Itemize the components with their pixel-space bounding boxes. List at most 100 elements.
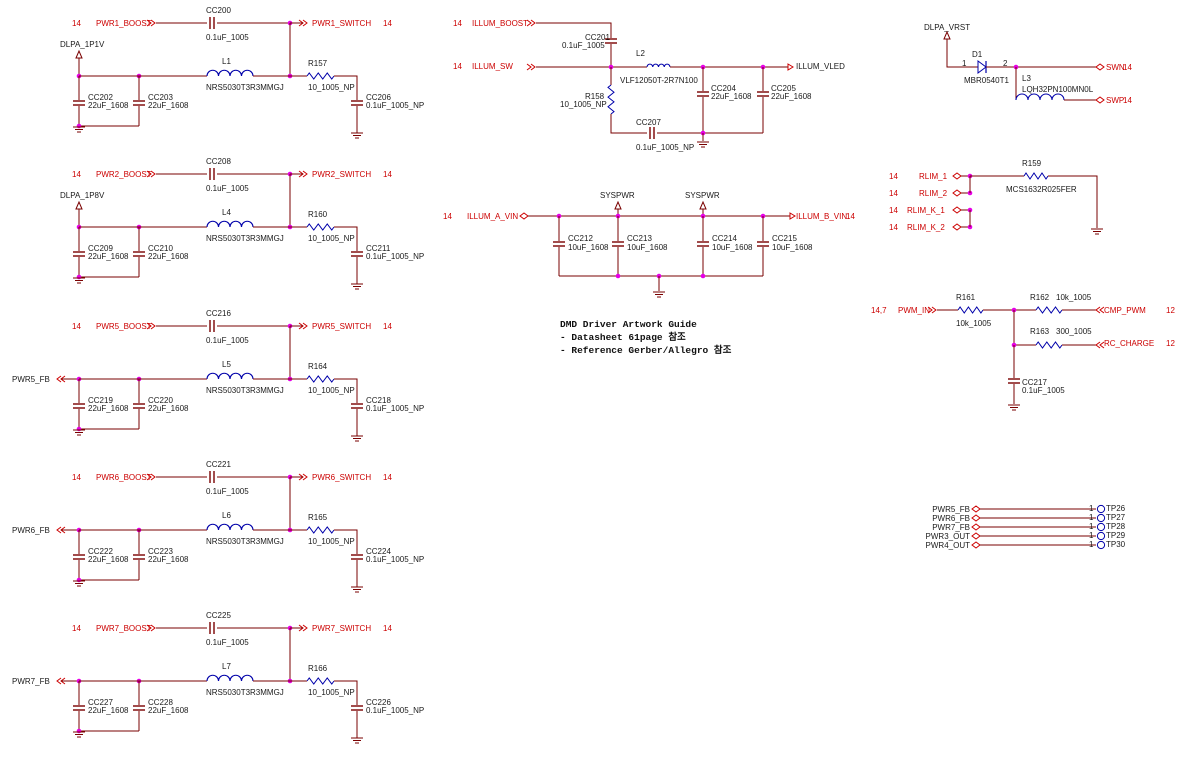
- cap-ref: CC209: [88, 244, 113, 253]
- resistor-symbol: [306, 375, 335, 383]
- port-arrow: [146, 170, 152, 178]
- net-label-testpoint: PWR5_FB: [932, 505, 970, 514]
- sheet-ref-number: 14: [383, 170, 392, 179]
- port-arrow: [530, 63, 536, 71]
- pin-number: 1: [1089, 522, 1094, 531]
- cap-value: 0.1uF_1005_NP: [636, 143, 694, 152]
- cap-ref: CC212: [568, 234, 593, 243]
- resistor-ref: R161: [956, 293, 976, 302]
- cap-value: 0.1uF_1005_NP: [366, 706, 424, 715]
- junction-dot: [76, 577, 82, 583]
- sheet-ref-number: 14: [889, 223, 898, 232]
- port-arrow: [302, 322, 308, 330]
- cap-ref: CC222: [88, 547, 113, 556]
- port-arrow: [1095, 306, 1101, 314]
- port-arrow: [302, 624, 308, 632]
- testpoint-symbol: [1096, 531, 1106, 541]
- cap-ref: CC206: [366, 93, 391, 102]
- net-label-vin: ILLUM_A_VIN: [467, 212, 518, 221]
- cap-ref: CC218: [366, 396, 391, 405]
- sheet-ref-number: 14: [72, 624, 81, 633]
- port-arrow: [302, 473, 308, 481]
- resistor-ref: R159: [1022, 159, 1042, 168]
- sheet-ref-number: 14: [72, 322, 81, 331]
- sheet-ref-number: 14: [443, 212, 452, 221]
- port-arrow: [56, 677, 62, 685]
- testpoint-ref: TP28: [1106, 522, 1126, 531]
- port-arrow: [1095, 63, 1105, 71]
- port-arrow: [1095, 341, 1101, 349]
- cap-ref: CC214: [712, 234, 737, 243]
- net-label-boost: PWR6_BOOST: [96, 473, 152, 482]
- port-arrow: [952, 189, 962, 197]
- net-label-swn: SWN: [1106, 63, 1125, 72]
- net-label-switch: PWR6_SWITCH: [312, 473, 371, 482]
- port-arrow: [150, 624, 156, 632]
- net-label-fb: PWR5_FB: [12, 375, 50, 384]
- port-arrow: [1099, 341, 1105, 349]
- port-arrow: [302, 170, 308, 178]
- port-arrow: [150, 19, 156, 27]
- wire: [536, 22, 612, 38]
- power-rail-symbol: [75, 200, 83, 210]
- sheet-ref-number: 14,7: [871, 306, 887, 315]
- cap-value: 0.1uF_1005: [206, 184, 249, 193]
- cap-ref: CC205: [771, 84, 796, 93]
- port-arrow: [146, 624, 152, 632]
- rail-label: DLPA_VRST: [924, 23, 970, 32]
- net-label-testpoint: PWR4_OUT: [926, 541, 971, 550]
- port-arrow: [519, 212, 529, 220]
- inductor-symbol: [206, 69, 254, 77]
- resistor-ref: R163: [1030, 327, 1050, 336]
- cap-value: 22uF_1608: [88, 101, 129, 110]
- port-arrow: [526, 19, 532, 27]
- power-rail-symbol: [75, 49, 83, 59]
- testpoint-symbol: [1096, 513, 1106, 523]
- artwork-note: DMD Driver Artwork Guide: [560, 319, 697, 330]
- net-label-out: ILLUM_VLED: [796, 62, 845, 71]
- wire: [334, 529, 358, 554]
- resistor-value: 10_1005_NP: [308, 386, 355, 395]
- sheet-ref-number: 14: [72, 170, 81, 179]
- diode-symbol: [977, 60, 987, 74]
- port-arrow: [56, 375, 62, 383]
- net-label-switch: PWR2_SWITCH: [312, 170, 371, 179]
- sheet-ref-number: 14: [383, 473, 392, 482]
- cap-ref: CC200: [206, 6, 231, 15]
- rail-label: SYSPWR: [685, 191, 720, 200]
- testpoint-ref: TP26: [1106, 504, 1126, 513]
- net-label-cmp: CMP_PWM: [1104, 306, 1146, 315]
- resistor-value: 10_1005_NP: [308, 234, 355, 243]
- sheet-ref-number: 14: [72, 19, 81, 28]
- sheet-ref-number: 14: [453, 19, 462, 28]
- sheet-ref-number: 14: [846, 212, 855, 221]
- artwork-note: - Datasheet 61page 참조: [560, 331, 686, 343]
- resistor-value: 10k_1005: [1056, 293, 1092, 302]
- inductor-value: NRS5030T3R3MMGJ: [206, 234, 284, 243]
- cap-ref: CC219: [88, 396, 113, 405]
- cap-value: 22uF_1608: [148, 252, 189, 261]
- port-arrow: [150, 322, 156, 330]
- port-arrow: [927, 306, 933, 314]
- cap-value: 22uF_1608: [148, 101, 189, 110]
- net-label-boost: PWR2_BOOST: [96, 170, 152, 179]
- sheet-ref-number: 14: [383, 322, 392, 331]
- resistor-symbol: [306, 526, 335, 534]
- port-arrow: [146, 473, 152, 481]
- net-label-switch: PWR5_SWITCH: [312, 322, 371, 331]
- cap-value: 0.1uF_1005_NP: [366, 252, 424, 261]
- inductor-value: NRS5030T3R3MMGJ: [206, 386, 284, 395]
- cap-value: 0.1uF_1005: [206, 33, 249, 42]
- wire: [334, 226, 358, 251]
- sheet-ref-number: 14: [72, 473, 81, 482]
- testpoint-symbol: [1096, 504, 1106, 514]
- net-label-testpoint: PWR6_FB: [932, 514, 970, 523]
- port-arrow: [1095, 96, 1105, 104]
- cap-value: 0.1uF_1005: [1022, 386, 1065, 395]
- power-rail-symbol: [699, 200, 707, 210]
- testpoint-symbol: [1096, 540, 1106, 550]
- sheet-ref-number: 14: [383, 624, 392, 633]
- port-arrow: [302, 19, 308, 27]
- inductor-symbol: [646, 63, 671, 68]
